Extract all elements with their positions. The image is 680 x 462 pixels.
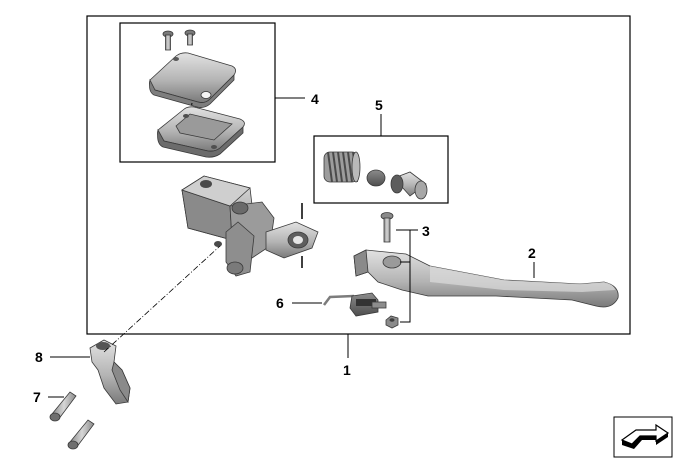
callout-5: 5 — [375, 97, 383, 113]
callout-3: 3 — [422, 223, 430, 239]
master-cylinder — [181, 175, 319, 277]
pivot-bolt — [380, 212, 394, 243]
assembly-frame — [86, 15, 631, 335]
callout-2: 2 — [528, 245, 536, 261]
brake-light-switch — [323, 292, 387, 317]
handlebar-clamp — [89, 339, 131, 405]
clamp-bolt-upper — [49, 391, 77, 422]
assembly-axis-line — [103, 245, 221, 353]
reservoir-gasket — [157, 106, 245, 158]
reservoir-cover-frame — [119, 22, 276, 163]
cover-screw-right — [184, 29, 196, 46]
callout-8: 8 — [35, 349, 43, 365]
pivot-nut — [385, 315, 399, 329]
clamp-bolt-lower — [67, 419, 95, 450]
reservoir-cover — [149, 52, 236, 108]
callout-4: 4 — [311, 91, 319, 107]
spring — [323, 151, 361, 183]
callout-6: 6 — [276, 295, 284, 311]
callout-7: 7 — [33, 389, 41, 405]
arrow-page-icon[interactable] — [613, 416, 673, 458]
callout-1: 1 — [343, 362, 351, 378]
ball-seal — [366, 169, 386, 187]
cover-screw-left — [162, 30, 174, 51]
brake-lever — [353, 249, 619, 308]
piston — [390, 171, 428, 200]
